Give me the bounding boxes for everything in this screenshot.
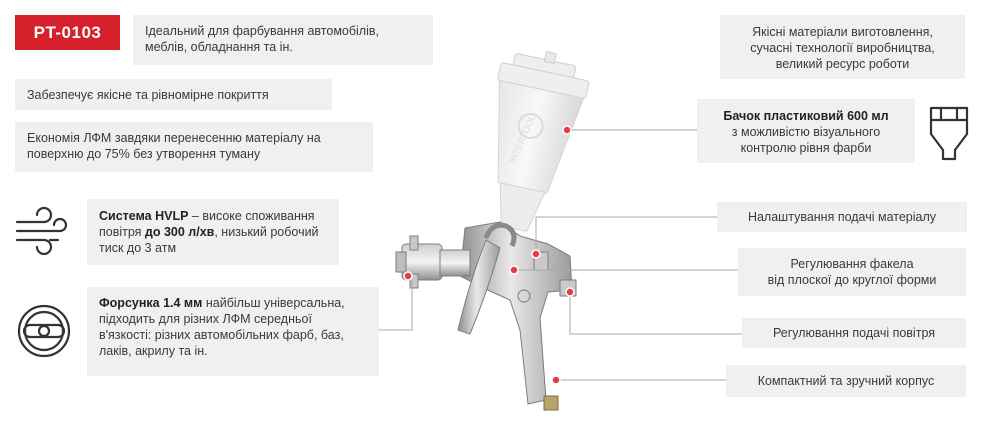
note-economy: Економія ЛФМ завдяки перенесенню матеріа… [15, 122, 373, 172]
note-fan: Регулювання факела від плоскої до кругло… [738, 248, 966, 296]
nozzle-title: Форсунка 1.4 мм [99, 296, 203, 310]
note-tank: Бачок пластиковий 600 мл з можливістю ві… [697, 99, 915, 163]
hvlp-value: до 300 л/хв [144, 225, 215, 239]
note-hvlp: Система HVLP – високе споживання повітря… [87, 199, 339, 265]
cup-icon [929, 106, 969, 161]
hvlp-title: Система HVLP [99, 209, 189, 223]
note-painting: Ідеальний для фарбування автомобілів, ме… [133, 15, 433, 65]
note-body: Компактний та зручний корпус [726, 365, 966, 397]
hvlp-text-2: , низький робочий тиск до 3 атм [99, 225, 319, 255]
note-materials: Якісні матеріали виготовлення, сучасні т… [720, 15, 965, 79]
note-nozzle: Форсунка 1.4 мм найбільш універсальна, п… [87, 287, 379, 376]
note-air: Регулювання подачі повітря [742, 318, 966, 348]
nozzle-text: найбільш універсальна, підходить для різ… [99, 296, 345, 358]
fan-line-2: від плоскої до круглої форми [767, 273, 937, 287]
model-badge: PT-0103 [15, 15, 120, 50]
wind-icon [15, 206, 68, 255]
tank-title: Бачок пластиковий 600 мл [723, 109, 889, 123]
tank-text: з можливістю візуального контролю рівня … [731, 125, 881, 155]
note-coating: Забезпечує якісне та рівномірне покриття [15, 79, 332, 110]
note-feed: Налаштування подачі матеріалу [717, 202, 967, 232]
hvlp-text-1: – високе споживання повітря [99, 209, 315, 239]
nozzle-icon [17, 304, 71, 358]
fan-line-1: Регулювання факела [790, 257, 914, 271]
